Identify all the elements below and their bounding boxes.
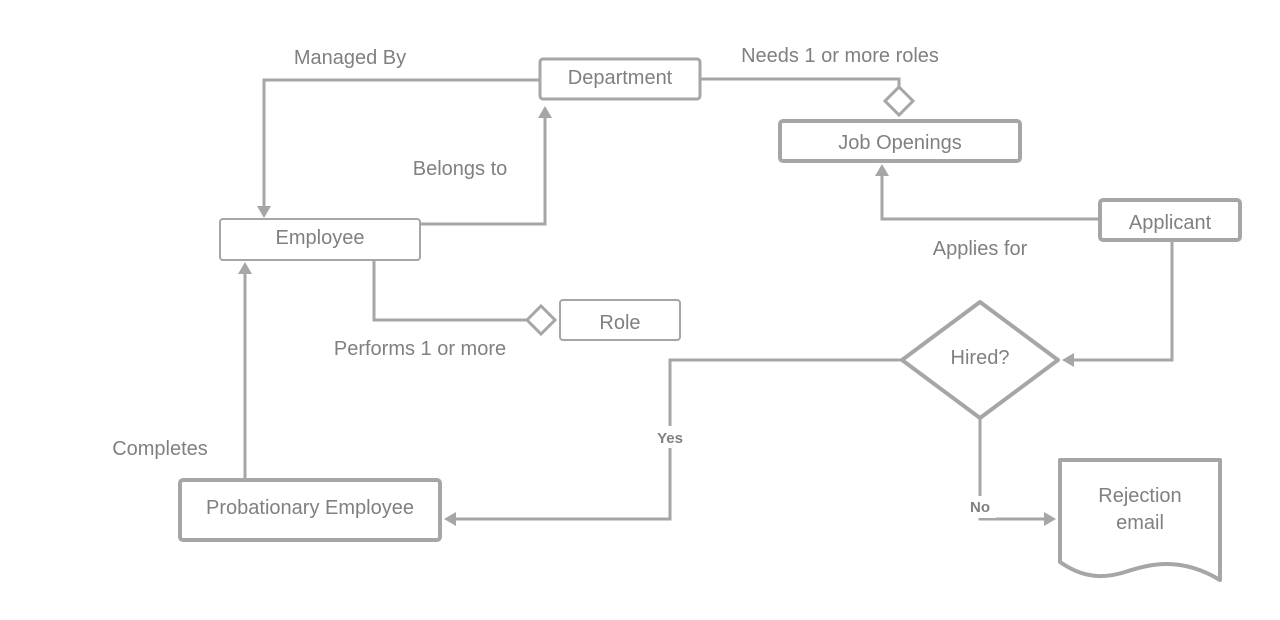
probationary-employee-label: Probationary Employee	[206, 497, 414, 519]
applicant-to-hired-connector	[1074, 240, 1174, 362]
belongs-to-arrowhead	[538, 106, 552, 118]
completes-label: Completes	[112, 438, 208, 460]
belongs-to-label: Belongs to	[413, 158, 508, 180]
yes-label: Yes	[657, 430, 683, 447]
needs-roles-connector	[700, 77, 901, 87]
no-arrowhead	[1044, 512, 1056, 526]
completes-arrowhead	[238, 262, 252, 274]
performs-label: Performs 1 or more	[334, 338, 506, 360]
employee-node[interactable]: Employee	[219, 218, 421, 261]
yes-arrowhead	[444, 512, 456, 526]
yes-label-background	[652, 426, 690, 448]
applicant-node[interactable]: Applicant	[1098, 198, 1242, 242]
department-label: Department	[568, 67, 673, 89]
no-label: No	[970, 499, 990, 516]
department-box	[538, 57, 702, 101]
performs-diamond	[524, 303, 558, 337]
no-connector	[978, 418, 1044, 521]
belongs-to-connector	[420, 118, 547, 226]
applicant-box	[1098, 198, 1242, 242]
applicant-label: Applicant	[1129, 212, 1212, 234]
role-label: Role	[599, 312, 640, 334]
rejection-label-line1: Rejection	[1098, 485, 1181, 507]
rejection-document-shape	[1058, 458, 1222, 582]
hired-decision-node[interactable]: Hired?	[900, 300, 1060, 420]
probationary-employee-node[interactable]: Probationary Employee	[178, 478, 442, 542]
role-node[interactable]: Role	[559, 299, 681, 341]
applies-for-arrowhead	[875, 164, 889, 176]
role-box	[559, 299, 681, 341]
managed-by-label: Managed By	[294, 47, 406, 69]
needs-roles-diamond	[882, 84, 916, 118]
applicant-to-hired-arrowhead	[1062, 353, 1074, 367]
performs-connector	[372, 261, 527, 322]
hired-diamond	[900, 300, 1060, 420]
department-node[interactable]: Department	[538, 57, 702, 101]
managed-by-connector	[262, 78, 540, 206]
applies-for-connector	[880, 176, 1100, 221]
rejection-email-node[interactable]: Rejection email	[1058, 458, 1222, 582]
no-label-background	[964, 496, 996, 518]
applies-for-label: Applies for	[933, 238, 1028, 260]
managed-by-arrowhead	[257, 206, 271, 218]
probationary-employee-box	[178, 478, 442, 542]
needs-roles-label: Needs 1 or more roles	[741, 45, 939, 67]
job-openings-node[interactable]: Job Openings	[778, 119, 1022, 163]
employee-box	[219, 218, 421, 261]
job-openings-box	[778, 119, 1022, 163]
hired-label: Hired?	[951, 347, 1010, 369]
employee-label: Employee	[276, 227, 365, 249]
job-openings-label: Job Openings	[838, 132, 961, 154]
rejection-label-line2: email	[1116, 512, 1164, 534]
